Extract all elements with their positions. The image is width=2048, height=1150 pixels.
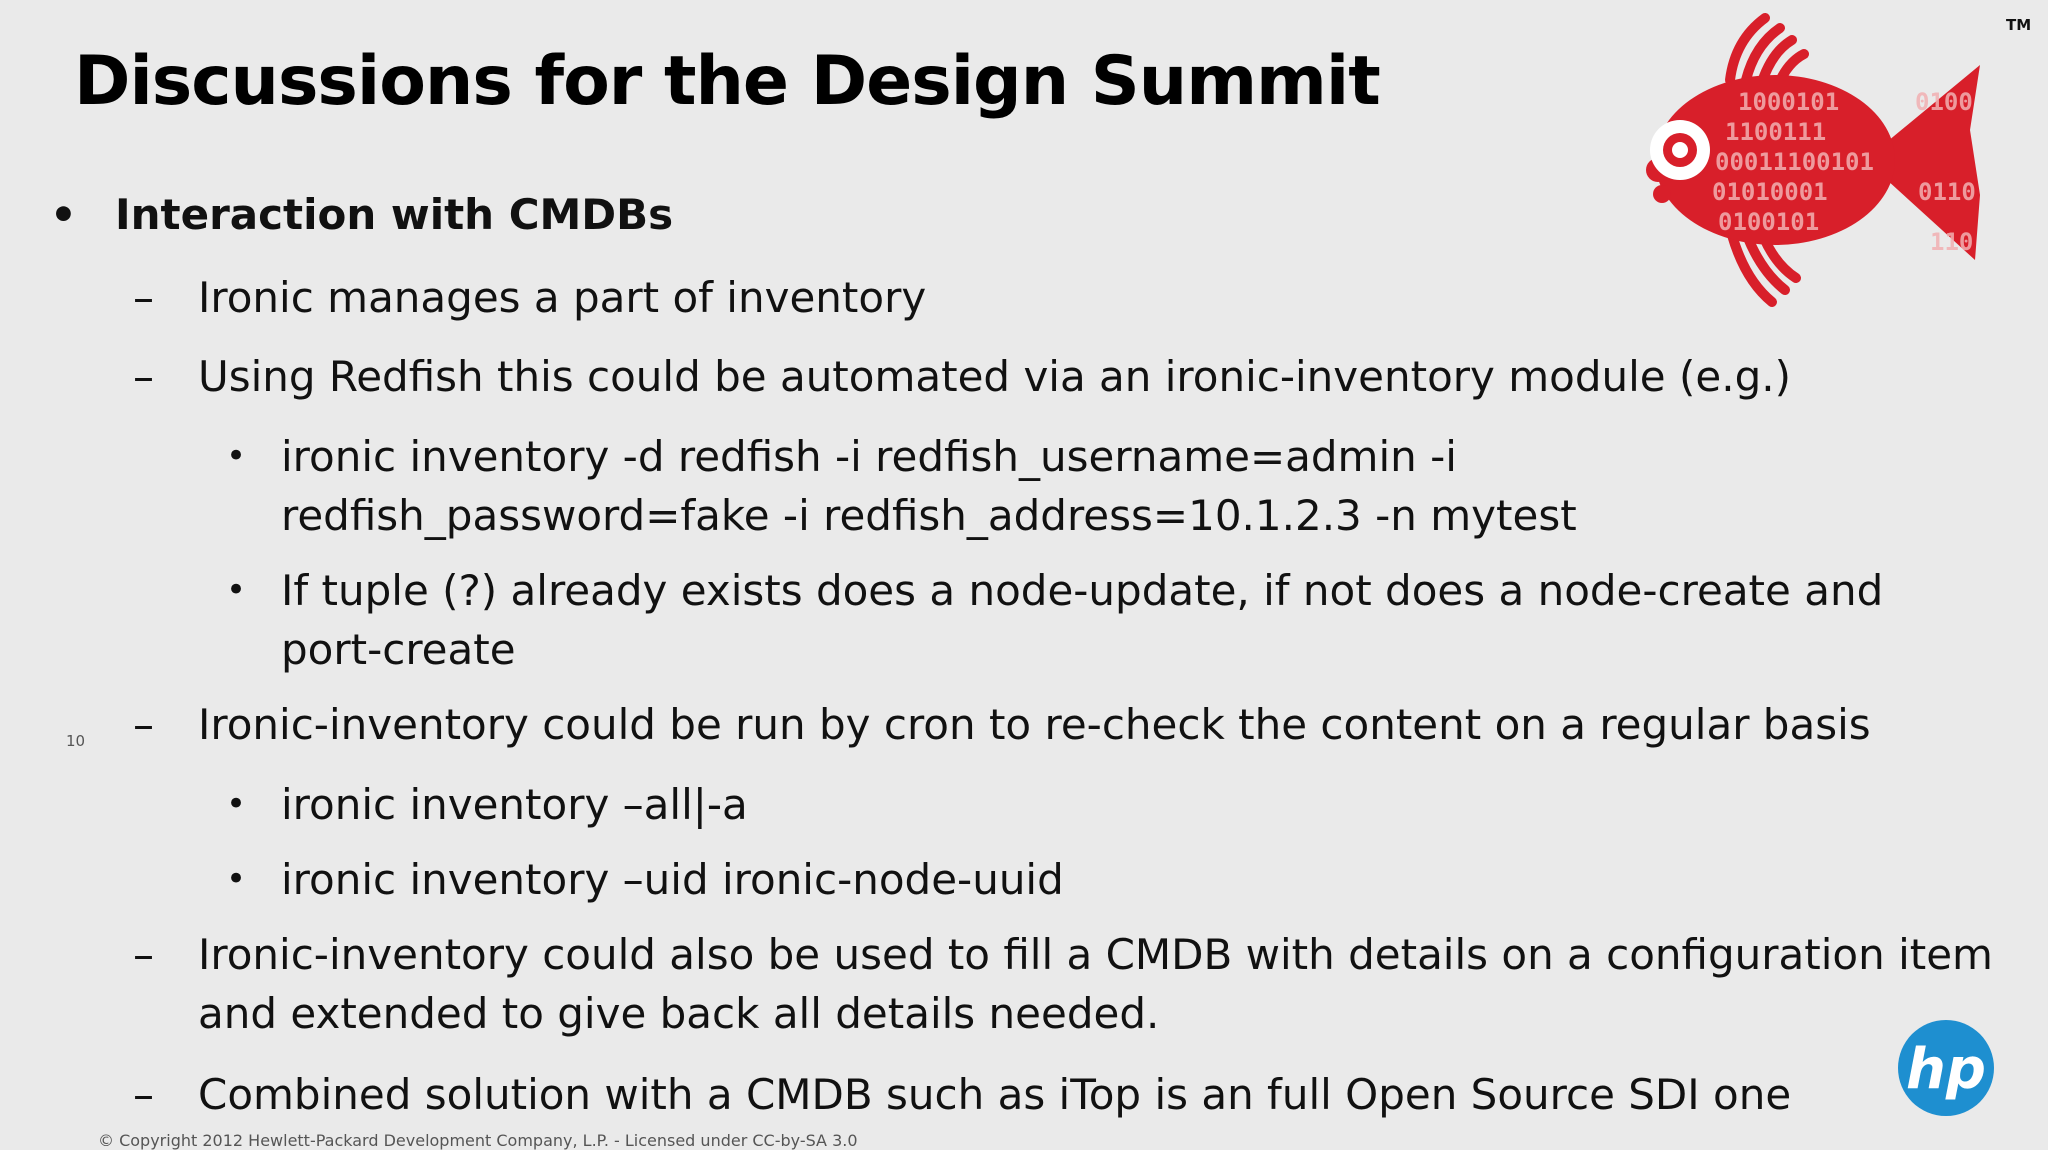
dot-marker: • (226, 436, 247, 476)
mascot-binary-line: 01010001 (1712, 178, 1828, 206)
list-item-text: ironic inventory –uid ironic-node-uuid (281, 855, 1064, 904)
list-item-text: ironic inventory -d redfish -i redfish_u… (281, 432, 1577, 540)
dot-marker: • (226, 784, 247, 824)
bullet-heading-text: Interaction with CMDBs (115, 190, 674, 239)
mascot-binary-line: 1100111 (1725, 118, 1826, 146)
dash-marker: – (133, 930, 154, 979)
list-item-text: Combined solution with a CMDB such as iT… (198, 1070, 1792, 1119)
mascot-binary-line: 00011100101 (1715, 148, 1874, 176)
list-item-text: If tuple (?) already exists does a node-… (281, 566, 1884, 674)
dot-marker: • (226, 570, 247, 610)
logo-text: hp (1906, 1037, 1986, 1102)
slide-title: Discussions for the Design Summit (74, 42, 1381, 121)
copyright-footer: © Copyright 2012 Hewlett-Packard Develop… (98, 1131, 858, 1150)
dash-marker: – (133, 700, 154, 749)
page-number: 10 (66, 732, 86, 750)
dash-marker: – (133, 273, 154, 322)
mascot-binary-line: 110 (1930, 228, 1973, 256)
list-item-text: Ironic manages a part of inventory (198, 273, 927, 322)
dash-marker: – (133, 352, 154, 401)
mascot-binary-line: 1000101 (1738, 88, 1839, 116)
bullet-marker: • (50, 190, 77, 239)
fish-mascot-icon: 1000101 1100111 00011100101 01010001 010… (1646, 13, 1980, 307)
mascot-binary-line: 0110 (1918, 178, 1976, 206)
mascot-binary-line: 0100101 (1718, 208, 1819, 236)
hp-logo-icon: hp (1898, 1020, 1994, 1116)
list-item-text: Using Redfish this could be automated vi… (198, 352, 1791, 401)
list-item-text: Ironic-inventory could be run by cron to… (198, 700, 1871, 749)
list-item-text: ironic inventory –all|-a (281, 780, 748, 829)
list-item-text: Ironic-inventory could also be used to f… (198, 930, 1993, 1038)
dot-marker: • (226, 859, 247, 899)
trademark-mark: TM (2006, 16, 2032, 34)
dash-marker: – (133, 1070, 154, 1119)
mascot-binary-line: 0100 (1915, 88, 1973, 116)
